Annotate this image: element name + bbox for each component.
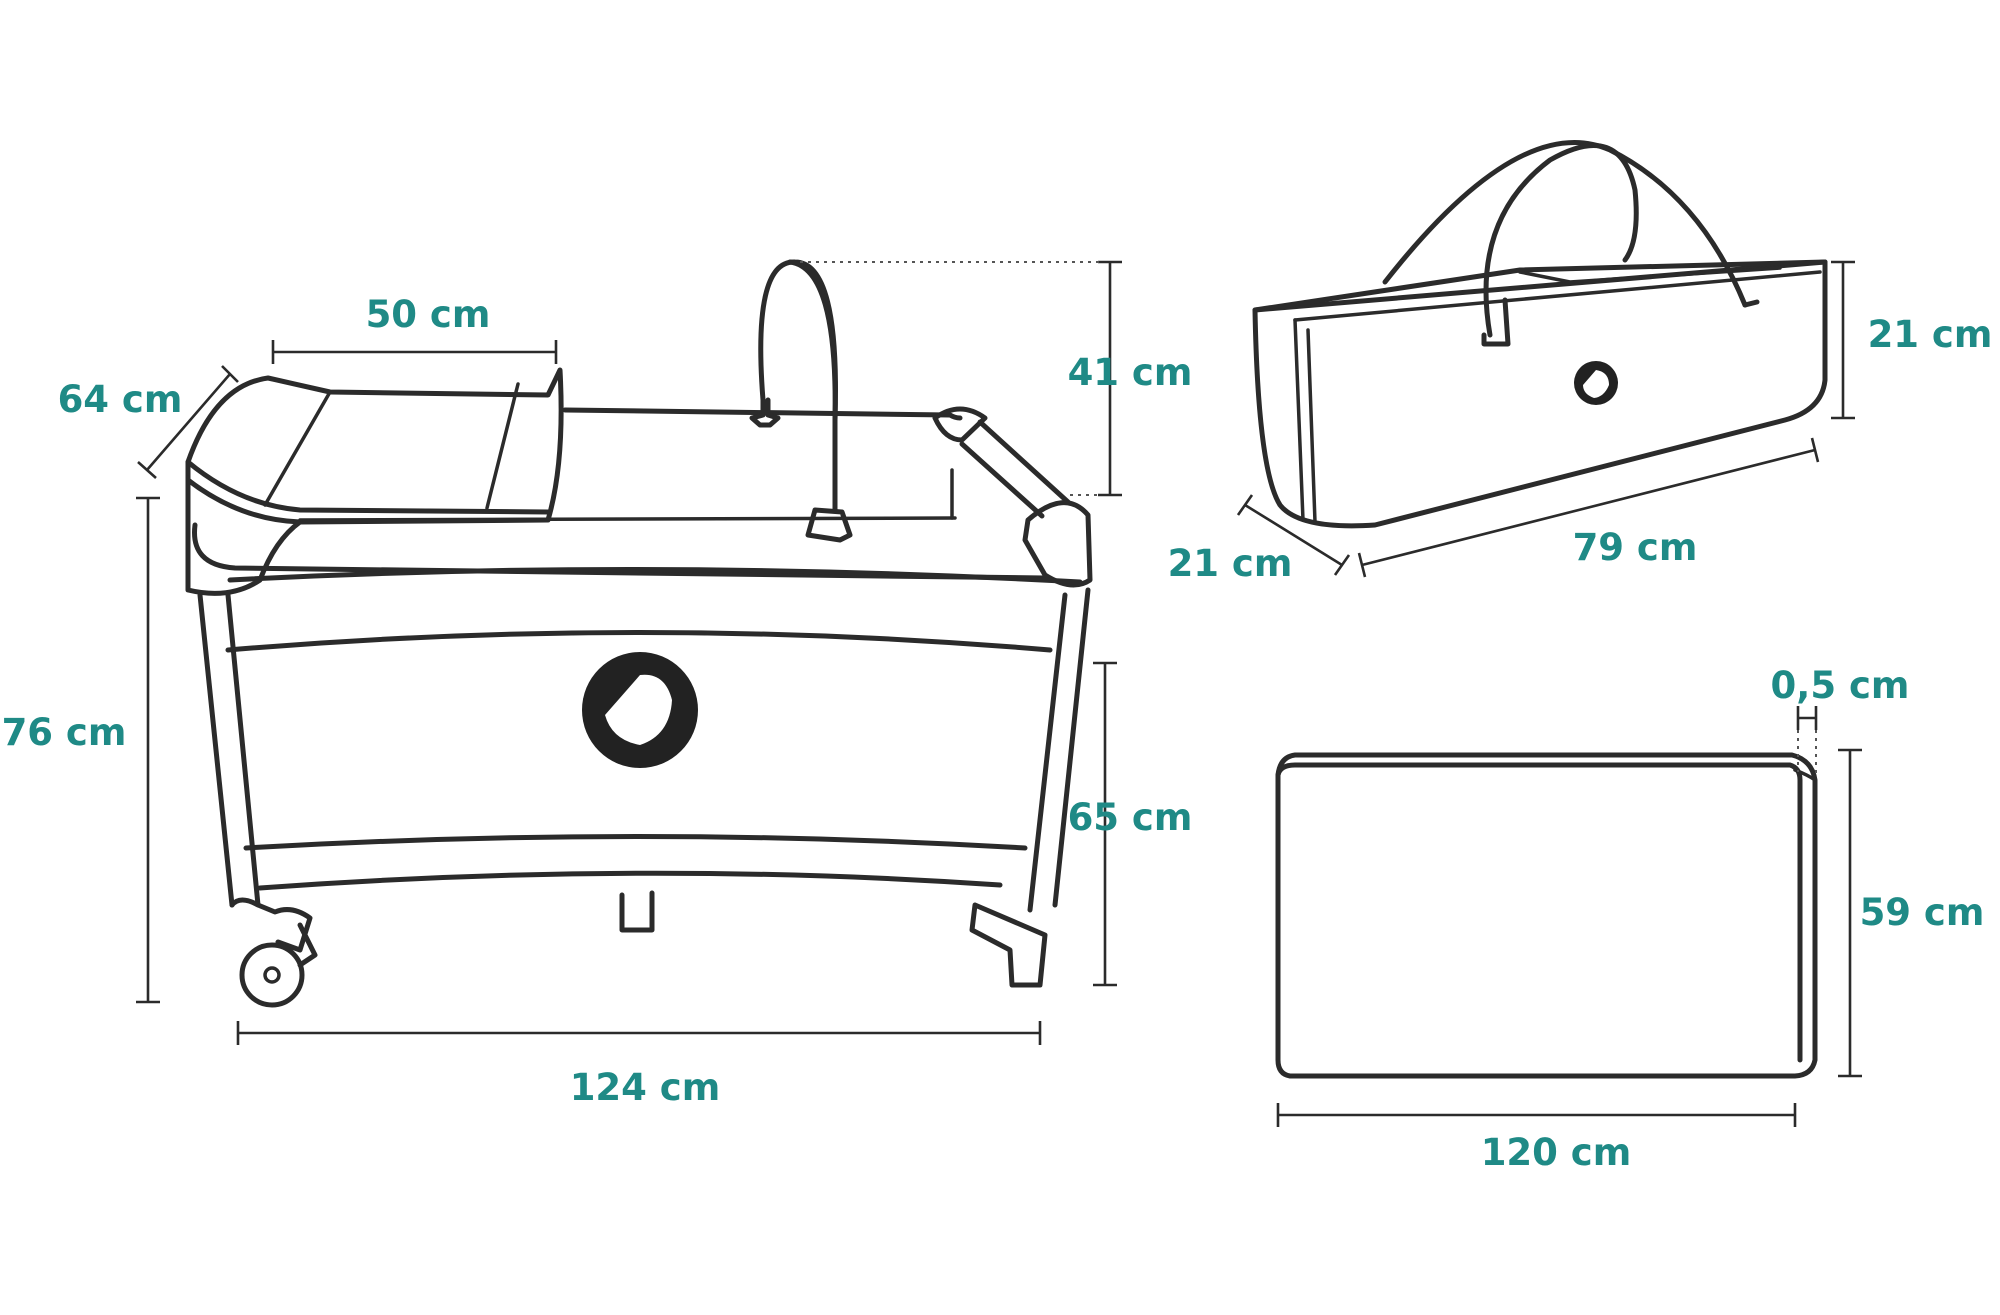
brand-logo-icon (1574, 361, 1618, 405)
total-height-label: 76 cm (2, 711, 127, 754)
mattress-illustration (1275, 752, 1818, 1079)
total-length-label: 124 cm (570, 1066, 721, 1109)
bag-depth-label: 21 cm (1168, 542, 1293, 585)
mattress-length-label: 120 cm (1481, 1131, 1632, 1174)
mattress-width-label: 59 cm (1860, 891, 1985, 934)
bag-dimension-lines (1236, 260, 1855, 578)
bassinet-depth-label: 64 cm (58, 378, 183, 421)
arch-height-label: 41 cm (1068, 351, 1193, 394)
bag-length-label: 79 cm (1573, 526, 1698, 569)
brand-logo-icon (582, 652, 698, 768)
bassinet-width-label: 50 cm (366, 293, 491, 336)
mattress-thickness-label: 0,5 cm (1771, 664, 1910, 707)
bed-height-label: 65 cm (1068, 796, 1193, 839)
carry-bag-illustration (1252, 140, 1828, 529)
playpen-illustration (185, 259, 1093, 1008)
bag-height-label: 21 cm (1868, 313, 1993, 356)
mattress-dimension-lines (1276, 706, 1862, 1127)
playpen-dimension-lines (136, 260, 1122, 1045)
